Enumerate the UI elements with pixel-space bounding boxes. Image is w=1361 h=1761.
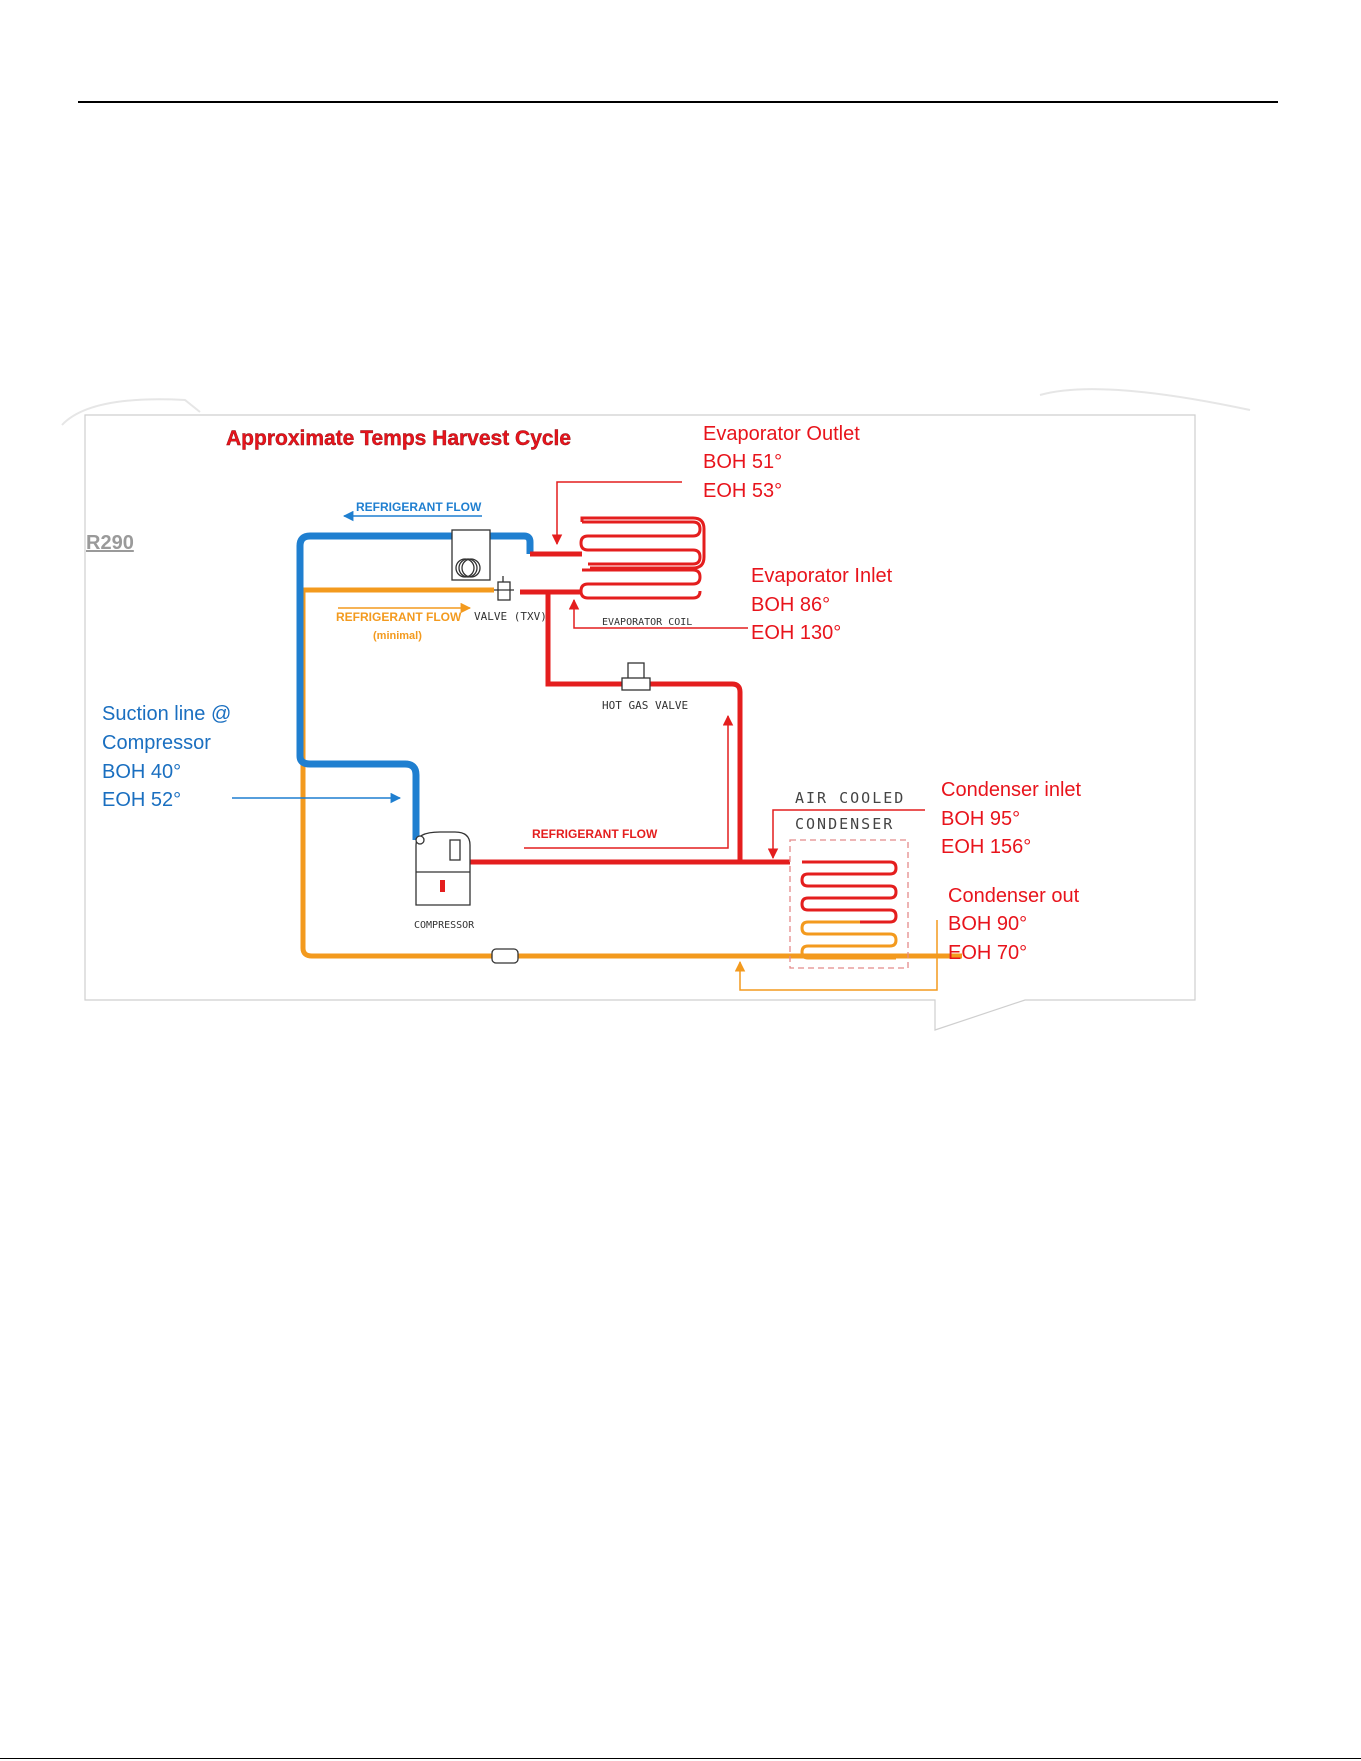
callout-suction: Suction line @ Compressor BOH 40° EOH 52… xyxy=(102,703,231,811)
callout-cond-out: Condenser out BOH 90° EOH 70° xyxy=(948,885,1080,964)
cond-inlet-eoh: EOH 156° xyxy=(941,836,1031,858)
flow-label-mid-note: (minimal) xyxy=(373,630,422,642)
evap-outlet-boh: BOH 51° xyxy=(703,451,782,473)
cond-inlet-arrow xyxy=(767,809,925,860)
cond-out-title: Condenser out xyxy=(948,885,1080,907)
cond-inlet-boh: BOH 95° xyxy=(941,808,1020,830)
refrigerant-label: R290 xyxy=(86,532,134,554)
cond-inlet-title: Condenser inlet xyxy=(941,779,1082,801)
evap-outlet-eoh: EOH 53° xyxy=(703,480,782,502)
footer-rule xyxy=(0,1758,1361,1759)
condenser-label-line2: CONDENSER xyxy=(795,815,894,833)
evap-inlet-arrow xyxy=(568,598,748,629)
callout-evap-outlet: Evaporator Outlet BOH 51° EOH 53° xyxy=(703,423,860,502)
cond-out-arrow xyxy=(734,920,938,991)
txv-valve xyxy=(451,529,514,601)
hot-gas-valve-label: HOT GAS VALVE xyxy=(602,699,688,712)
evaporator-coil xyxy=(579,516,706,600)
flow-arrow-bottom xyxy=(524,714,734,849)
evap-inlet-boh: BOH 86° xyxy=(751,594,830,616)
condenser-label-line1: AIR COOLED xyxy=(795,789,905,807)
flow-label-mid: REFRIGERANT FLOW xyxy=(336,610,462,624)
suction-title-line2: Compressor xyxy=(102,732,211,754)
suction-eoh: EOH 52° xyxy=(102,789,181,811)
hot-gas-valve xyxy=(621,662,651,691)
cond-out-boh: BOH 90° xyxy=(948,913,1027,935)
suction-line xyxy=(296,532,534,840)
suction-title-line1: Suction line @ xyxy=(102,703,231,725)
condenser-coil xyxy=(789,839,909,969)
diagram-title: Approximate Temps Harvest Cycle xyxy=(226,427,571,450)
compressor xyxy=(415,831,471,906)
suction-boh: BOH 40° xyxy=(102,761,181,783)
evap-inlet-title: Evaporator Inlet xyxy=(751,565,893,587)
evap-outlet-title: Evaporator Outlet xyxy=(703,423,860,445)
cond-out-eoh: EOH 70° xyxy=(948,942,1027,964)
filter-drier xyxy=(491,948,519,964)
txv-label: VALVE (TXV) xyxy=(474,610,547,623)
header-rule xyxy=(78,101,1278,103)
compressor-label: COMPRESSOR xyxy=(414,920,475,931)
flow-label-bottom: REFRIGERANT FLOW xyxy=(532,827,658,841)
evap-outlet-arrow xyxy=(551,481,682,546)
callout-evap-inlet: Evaporator Inlet BOH 86° EOH 130° xyxy=(751,565,893,644)
evap-inlet-eoh: EOH 130° xyxy=(751,622,841,644)
callout-cond-inlet: Condenser inlet BOH 95° EOH 156° xyxy=(941,779,1082,858)
diagram-panel xyxy=(61,388,1251,1031)
evaporator-label: EVAPORATOR COIL xyxy=(602,617,692,628)
flow-label-top: REFRIGERANT FLOW xyxy=(356,500,482,514)
